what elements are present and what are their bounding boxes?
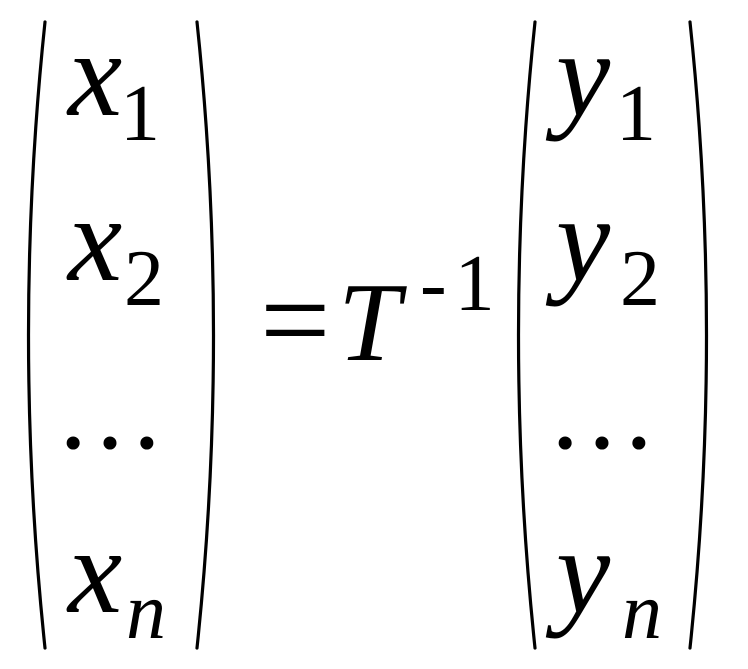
y1-sub: 1: [616, 70, 656, 158]
y2-sub: 2: [620, 235, 660, 323]
y2-var: y: [545, 172, 611, 307]
yn-var: y: [545, 504, 611, 639]
yn-sub: n: [622, 568, 662, 656]
x2-sub: 2: [124, 235, 164, 323]
y1-var: y: [545, 7, 611, 142]
left-paren-close: [195, 20, 216, 650]
xn-var: x: [66, 504, 122, 639]
xn-sub: n: [126, 568, 166, 656]
operator-T: T: [338, 261, 407, 385]
right-paren-close: [688, 20, 709, 650]
x1-sub: 1: [120, 70, 160, 158]
left-ellipsis: …: [55, 350, 165, 472]
x2-var: x: [66, 172, 122, 307]
x1-var: x: [66, 7, 122, 142]
right-ellipsis: …: [547, 350, 657, 472]
left-paren-open: [26, 20, 47, 650]
equals-sign: =: [260, 252, 331, 390]
operator-superscript: -1: [420, 240, 503, 328]
right-paren-open: [516, 20, 537, 650]
